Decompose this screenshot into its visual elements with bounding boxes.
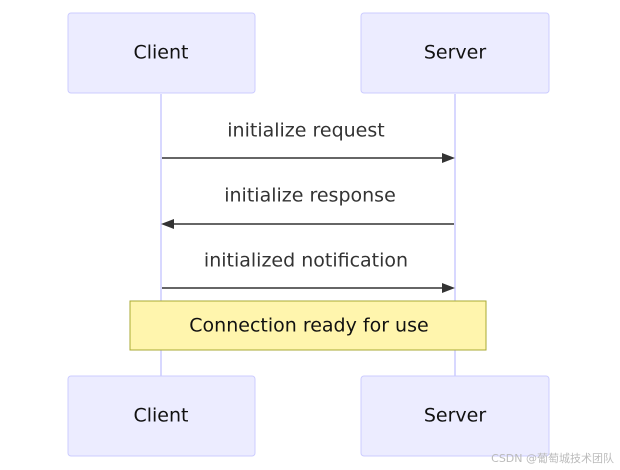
actor-box [360, 12, 550, 94]
actor-label: Server [424, 405, 486, 427]
actor-client-top: Client [67, 12, 256, 94]
arrow-head-left [161, 219, 174, 229]
message-label: initialize response [224, 185, 396, 207]
note-box [129, 300, 487, 351]
actor-box [67, 12, 256, 94]
message-initialize-response: initialize response [161, 185, 454, 229]
actor-box [360, 375, 550, 457]
message-label: initialized notification [204, 250, 408, 272]
actor-label: Server [424, 42, 486, 64]
note-connection-ready: Connection ready for use [129, 300, 487, 351]
arrow-head-right [442, 283, 455, 293]
watermark-text: CSDN @葡萄城技术团队 [491, 451, 614, 465]
actor-label: Client [133, 405, 188, 427]
actor-client-bottom: Client [67, 375, 256, 457]
message-initialized-notification: initialized notification [162, 250, 455, 293]
message-label: initialize request [227, 120, 384, 142]
actor-server-top: Server [360, 12, 550, 94]
note-label: Connection ready for use [189, 315, 428, 337]
actor-label: Client [133, 42, 188, 64]
message-initialize-request: initialize request [162, 120, 455, 163]
arrow-head-right [442, 153, 455, 163]
actor-server-bottom: Server [360, 375, 550, 457]
actor-box [67, 375, 256, 457]
